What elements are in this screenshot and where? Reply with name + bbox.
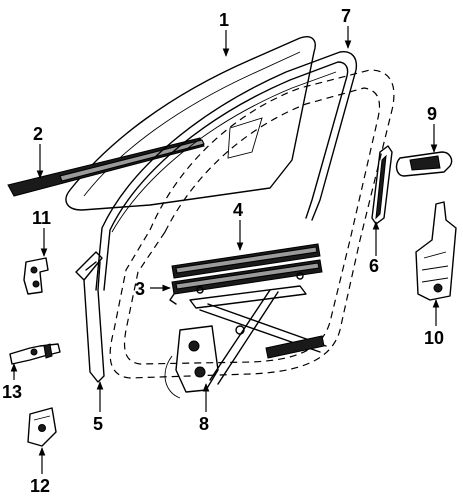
inside-handle xyxy=(395,151,453,177)
glass-run-channel xyxy=(95,51,358,291)
front-run-channel xyxy=(75,251,105,383)
callout-7: 7 xyxy=(341,6,351,26)
callout-8: 8 xyxy=(199,414,209,434)
callout-2: 2 xyxy=(33,124,43,144)
door-check xyxy=(9,343,61,365)
callout-6: 6 xyxy=(369,256,379,276)
callout-3: 3 xyxy=(135,279,145,299)
rear-run-channel xyxy=(371,145,393,225)
door-outline xyxy=(109,69,395,379)
callout-10: 10 xyxy=(424,328,444,348)
glass-channel-lower xyxy=(169,259,323,305)
leader-lines xyxy=(10,26,440,474)
callout-9: 9 xyxy=(427,104,437,124)
callout-1: 1 xyxy=(219,10,229,30)
callout-13: 13 xyxy=(2,382,22,402)
callout-4: 4 xyxy=(233,200,243,220)
lower-hinge xyxy=(27,407,57,447)
callout-11: 11 xyxy=(32,208,51,228)
callout-12: 12 xyxy=(30,476,50,496)
belt-molding xyxy=(7,137,205,197)
glass-channel-upper xyxy=(171,243,321,279)
callout-5: 5 xyxy=(93,414,103,434)
door-inner-outline xyxy=(123,87,381,365)
door-lock xyxy=(415,201,457,301)
door-glass xyxy=(65,36,316,211)
callout-labels: 1 2 3 4 5 6 7 8 9 10 11 12 13 xyxy=(2,6,444,496)
upper-hinge xyxy=(23,257,49,295)
window-regulator xyxy=(164,285,327,399)
